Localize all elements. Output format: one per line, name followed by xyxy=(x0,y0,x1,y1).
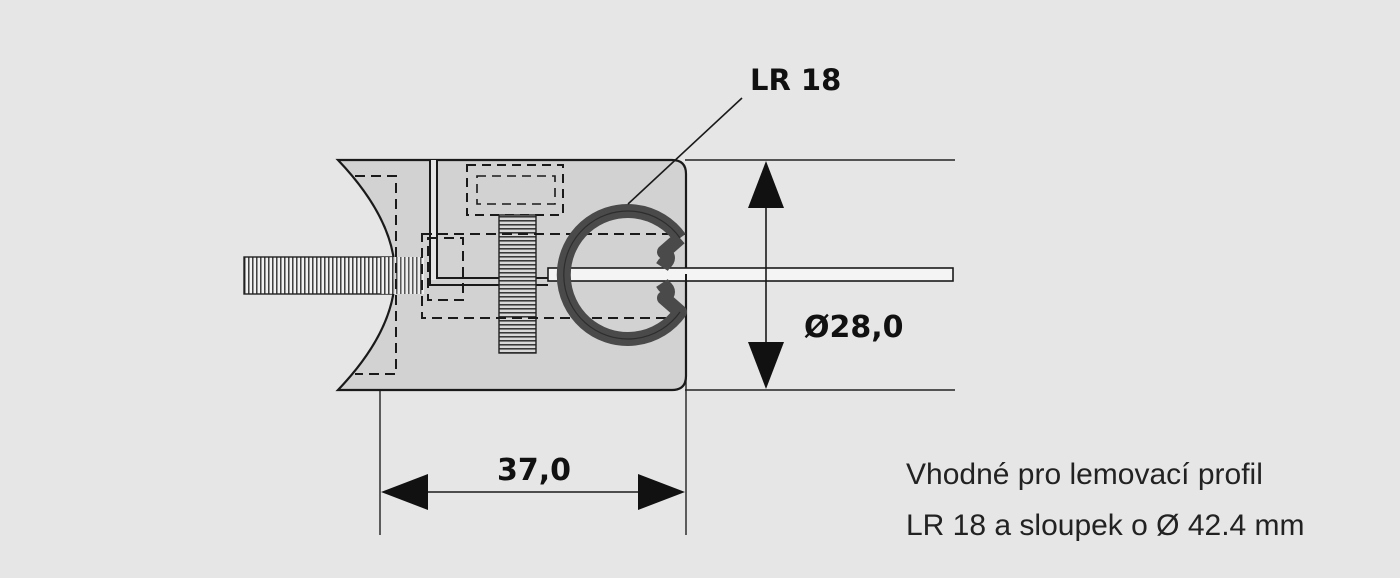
diameter-arrow-bottom xyxy=(748,342,784,389)
callout-leader xyxy=(627,97,743,205)
diameter-arrow-top xyxy=(748,161,784,208)
bolt-head-outline xyxy=(466,164,564,216)
width-label: 37,0 xyxy=(497,453,571,488)
width-arrow-left xyxy=(381,474,428,510)
threaded-rod-inner xyxy=(380,257,424,294)
lr18-profile-ring-outline xyxy=(563,210,681,340)
slot-gap xyxy=(431,160,436,280)
hidden-lines xyxy=(355,175,687,375)
diameter-dimension: Ø28,0 xyxy=(748,161,904,389)
diameter-label: Ø28,0 xyxy=(804,310,904,345)
bolt-head-inner xyxy=(476,175,556,205)
bolt-thread xyxy=(498,214,537,354)
width-dimension: 37,0 xyxy=(381,453,685,510)
panel-sheet xyxy=(547,267,954,282)
note-line-1: Vhodné pro lemovací profil xyxy=(906,458,1263,491)
callout-label: LR 18 xyxy=(750,63,841,97)
note-line-2: LR 18 a sloupek o Ø 42.4 mm xyxy=(906,509,1305,542)
width-arrow-right xyxy=(638,474,685,510)
